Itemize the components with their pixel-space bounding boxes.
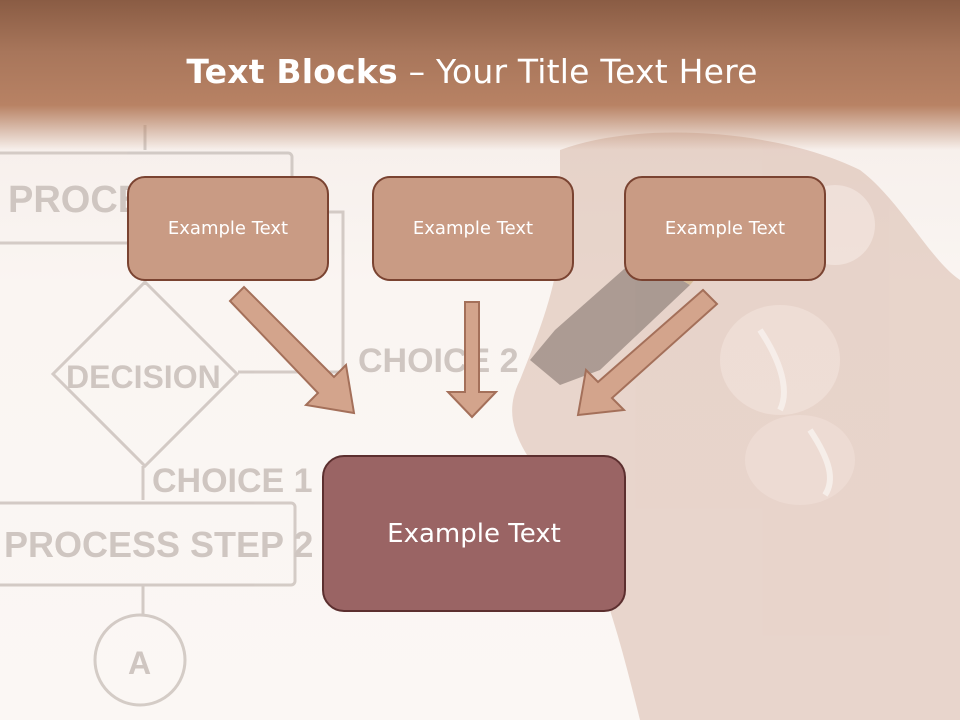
title-rest: – Your Title Text Here (397, 52, 758, 91)
title-bar (0, 0, 960, 150)
arrow-center (445, 301, 499, 419)
sketch-label-decision: DECISION (66, 359, 221, 395)
text-block-2-label: Example Text (412, 218, 534, 239)
text-block-3[interactable]: Example Text (624, 176, 826, 281)
sketch-label-process-step2: PROCESS STEP 2 (4, 524, 313, 565)
arrow-right (576, 288, 719, 417)
sketch-label-choice1: CHOICE 1 (152, 462, 313, 500)
main-text-block[interactable]: Example Text (322, 455, 626, 612)
text-block-2[interactable]: Example Text (372, 176, 574, 281)
arrow-left (228, 285, 356, 415)
text-block-1-label: Example Text (167, 218, 289, 239)
sketch-label-proce: PROCE (8, 179, 143, 221)
text-block-1[interactable]: Example Text (127, 176, 329, 281)
text-block-3-label: Example Text (664, 218, 786, 239)
title-bold: Text Blocks (186, 52, 398, 91)
main-text-block-label: Example Text (387, 518, 561, 549)
sketch-labels: PROCE DECISION CHOICE 2 CHOICE 1 PROCESS… (4, 179, 519, 681)
sketch-label-choice2: CHOICE 2 (358, 342, 519, 380)
sketch-label-a: A (128, 645, 151, 681)
slide-title: Text Blocks – Your Title Text Here (0, 52, 944, 91)
